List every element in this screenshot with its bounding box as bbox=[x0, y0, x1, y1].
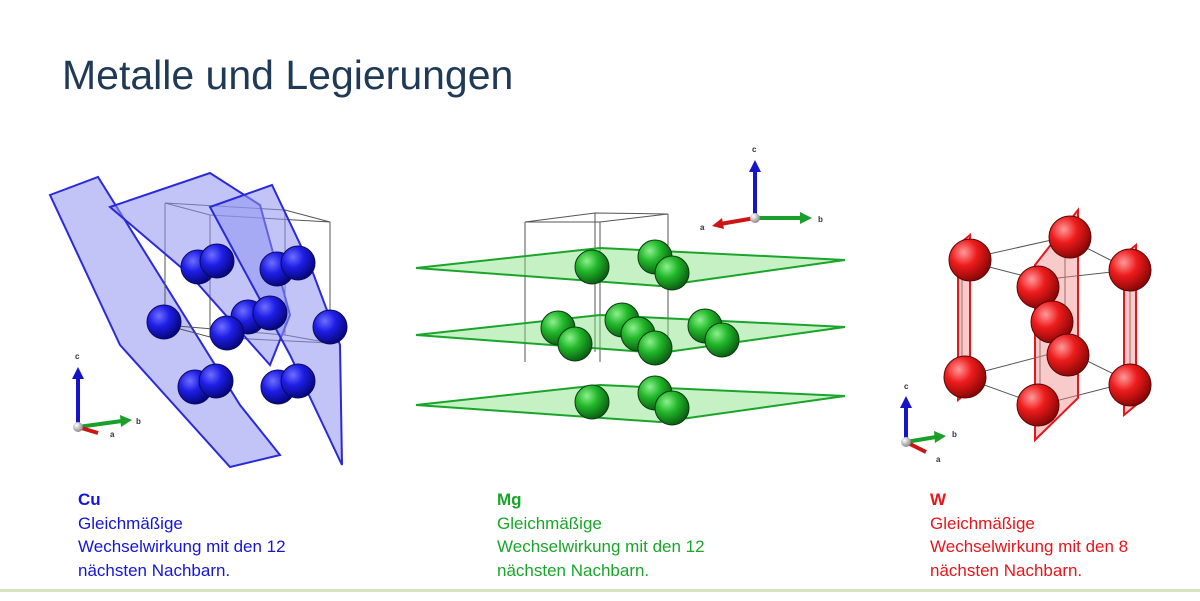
axis-triad-icon: c b a bbox=[900, 382, 957, 464]
footer-divider bbox=[0, 589, 1200, 592]
axis-label-a: a bbox=[936, 455, 941, 464]
page-title: Metalle und Legierungen bbox=[62, 52, 514, 98]
element-symbol: Cu bbox=[78, 490, 101, 509]
cu-crystal-structure: c b a bbox=[48, 171, 348, 469]
caption-line: Wechselwirkung mit den 12 bbox=[497, 537, 705, 556]
axis-triad-icon: c b a bbox=[700, 145, 823, 232]
axis-label-a: a bbox=[700, 223, 705, 232]
caption-line: nächsten Nachbarn. bbox=[930, 560, 1083, 580]
element-symbol: Mg bbox=[497, 490, 522, 509]
caption-line: Gleichmäßige bbox=[930, 513, 1035, 533]
caption-line: Wechselwirkung mit den 12 bbox=[78, 537, 286, 556]
cu-atoms bbox=[146, 243, 348, 405]
axis-label-b: b bbox=[136, 417, 141, 426]
caption-w: W Gleichmäßige Wechselwirkung mit den 8 … bbox=[930, 488, 1128, 582]
w-atoms bbox=[943, 215, 1152, 427]
caption-cu: Cu Gleichmäßige Wechselwirkung mit den 1… bbox=[78, 488, 286, 582]
axis-label-c: c bbox=[75, 352, 80, 361]
caption-line: nächsten Nachbarn. bbox=[497, 560, 650, 580]
caption-line: Gleichmäßige bbox=[78, 513, 183, 533]
axis-label-a: a bbox=[110, 430, 115, 439]
caption-line: Gleichmäßige bbox=[497, 513, 602, 533]
element-symbol: W bbox=[930, 490, 947, 509]
caption-line: Wechselwirkung mit den 8 bbox=[930, 537, 1129, 556]
mg-plane bbox=[415, 383, 846, 424]
mg-atoms bbox=[540, 239, 740, 426]
axis-label-c: c bbox=[752, 145, 757, 154]
mg-crystal-structure: c b a bbox=[415, 145, 846, 426]
axis-triad-icon: c b a bbox=[72, 352, 141, 439]
caption-line: nächsten Nachbarn. bbox=[78, 560, 231, 580]
axis-label-b: b bbox=[818, 215, 823, 224]
caption-mg: Mg Gleichmäßige Wechselwirkung mit den 1… bbox=[497, 488, 705, 582]
mg-plane bbox=[415, 246, 846, 288]
axis-label-b: b bbox=[952, 430, 957, 439]
w-crystal-structure: c b a bbox=[900, 207, 1152, 464]
axis-label-c: c bbox=[904, 382, 909, 391]
